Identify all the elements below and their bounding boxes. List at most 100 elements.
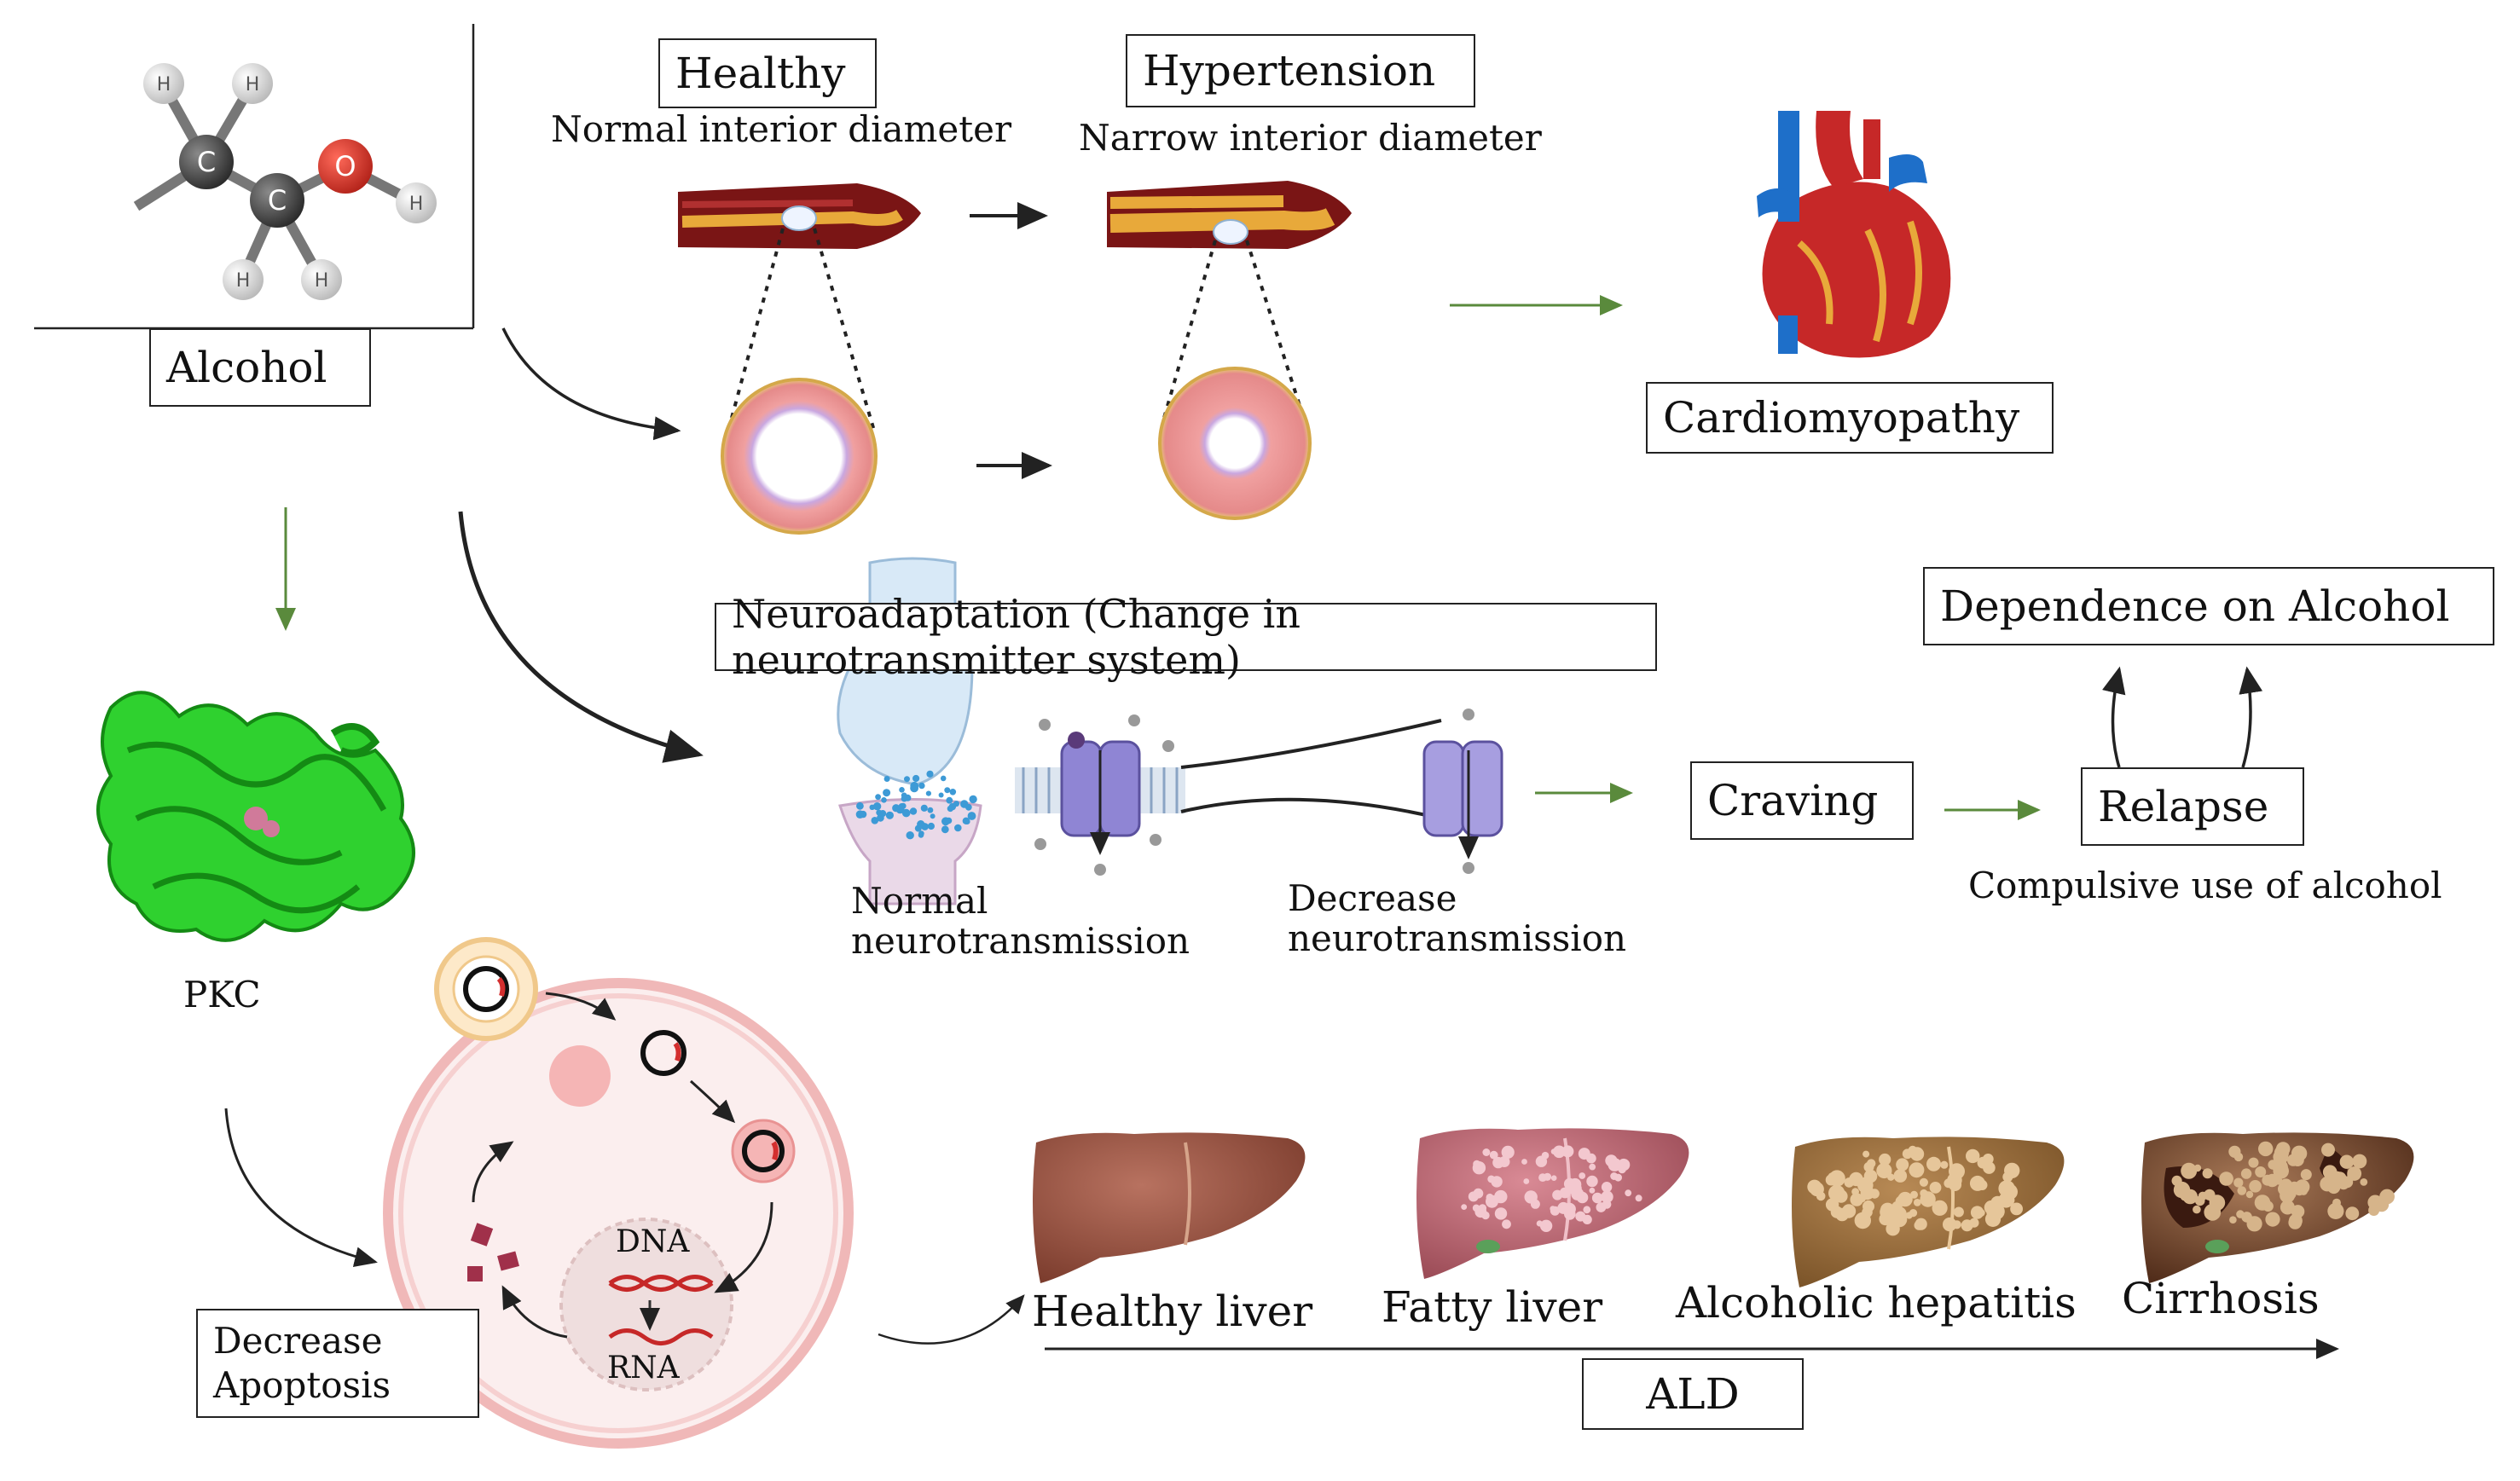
texture-dot [949,789,957,795]
healthy-vessel-icon [678,183,921,535]
texture-dot [1969,1218,1979,1228]
texture-dot [1502,1219,1511,1229]
texture-dot [930,813,936,819]
texture-dot [926,770,934,778]
neuroadaptation-label: Neuroadaptation (Change in neurotransmit… [732,591,1301,683]
hydrogen-atom [396,182,437,223]
dependence-label: Dependence on Alcohol [1940,581,2450,631]
arrow-pkc-to-apoptosis [224,1108,378,1267]
texture-dot [940,775,947,782]
carbon-atom [179,135,234,189]
texture-dot [875,794,881,801]
texture-dot [1583,1206,1591,1214]
texture-dot [2368,1205,2380,1216]
arrow-alcohol-to-vessel [501,327,681,441]
texture-dot [1535,1155,1548,1167]
apoptosis-line-2: Apoptosis [213,1364,391,1406]
texture-dot [2180,1193,2188,1201]
atom-label: H [236,270,251,292]
texture-dot [917,820,925,829]
texture-dot [2320,1177,2335,1192]
texture-dot [918,782,925,790]
healthy-liver-icon [1033,1132,1306,1283]
receptor-channel-normal-icon [1015,714,1185,876]
texture-dot [2300,1169,2312,1181]
texture-dot [1887,1173,1895,1181]
texture-dot [1825,1198,1839,1212]
texture-dot [1977,1156,1990,1169]
texture-dot [1920,1191,1936,1207]
texture-dot [2004,1162,2020,1179]
texture-dot [1943,1217,1957,1232]
texture-dot [2233,1177,2244,1188]
hydrogen-atom [232,63,273,104]
texture-dot [1608,1158,1622,1171]
texture-dot [2240,1168,2252,1179]
texture-dot [1472,1204,1480,1212]
texture-dot [927,822,935,830]
texture-dot [1857,1194,1867,1203]
cell-icon [383,937,854,1449]
texture-dot [946,796,953,804]
ald-label: ALD [1646,1369,1740,1419]
texture-dot [1550,1148,1557,1154]
texture-dot [1816,1191,1826,1201]
texture-dot [910,781,919,790]
texture-dot [909,807,918,815]
texture-dot [885,811,894,819]
cardiomyopathy-box: Cardiomyopathy [1646,382,2054,454]
hypertension-vessel-icon [1107,181,1352,520]
texture-dot [1869,1189,1880,1199]
texture-dot [1586,1175,1598,1188]
atom-label: O [334,150,356,182]
texture-dot [2237,1186,2247,1195]
texture-dot [1929,1182,1942,1194]
texture-dot [2265,1173,2280,1188]
healthy-subtitle: Normal interior diameter [551,108,1012,150]
atom-label: C [197,146,216,178]
texture-dot [1854,1175,1863,1185]
texture-dot [964,819,970,824]
alcohol-label-box: Alcohol [149,328,371,407]
texture-dot [2272,1159,2288,1175]
neuroadaptation-box: Neuroadaptation (Change in neurotransmit… [715,591,1657,683]
atom-label: H [246,74,260,95]
texture-dot [883,776,890,782]
texture-dot [1970,1206,1984,1219]
texture-dot [1478,1204,1487,1212]
texture-dot [1559,1187,1571,1199]
healthy-title-box: Healthy [658,38,877,108]
hypertension-title: Hypertension [1143,46,1436,95]
texture-dot [1891,1206,1907,1222]
texture-dot [1482,1148,1491,1156]
texture-dot [2229,1216,2237,1224]
texture-dot [944,787,951,794]
alcoholic-hepatitis-label: Alcoholic hepatitis [1676,1278,2077,1328]
normal-line-1: Normal [851,880,988,922]
receptor-channel-decreased-icon [1180,709,1503,874]
pkc-protein-icon [96,691,415,942]
texture-dot [1524,1190,1538,1204]
neurotransmitter-dots [855,770,977,840]
craving-label: Craving [1707,776,1879,825]
healthy-title: Healthy [675,49,846,98]
texture-dot [1579,1172,1586,1179]
texture-dot [855,810,865,819]
texture-dot [938,792,944,798]
texture-dot [918,832,924,838]
texture-dot [927,807,934,813]
texture-dot [2331,1171,2343,1183]
alcohol-label: Alcohol [166,343,327,392]
texture-dot [2181,1162,2198,1179]
texture-dot [2245,1190,2254,1199]
fatty-liver-label: Fatty liver [1382,1282,1603,1332]
texture-dot [1625,1189,1632,1197]
texture-dot [2289,1181,2300,1193]
texture-dot [2331,1209,2340,1218]
texture-dot [925,790,931,796]
arrow-relapse-to-dependence-right [2239,666,2263,768]
texture-dot [948,802,957,811]
texture-dot [1926,1156,1941,1171]
texture-dot [2248,1157,2259,1168]
